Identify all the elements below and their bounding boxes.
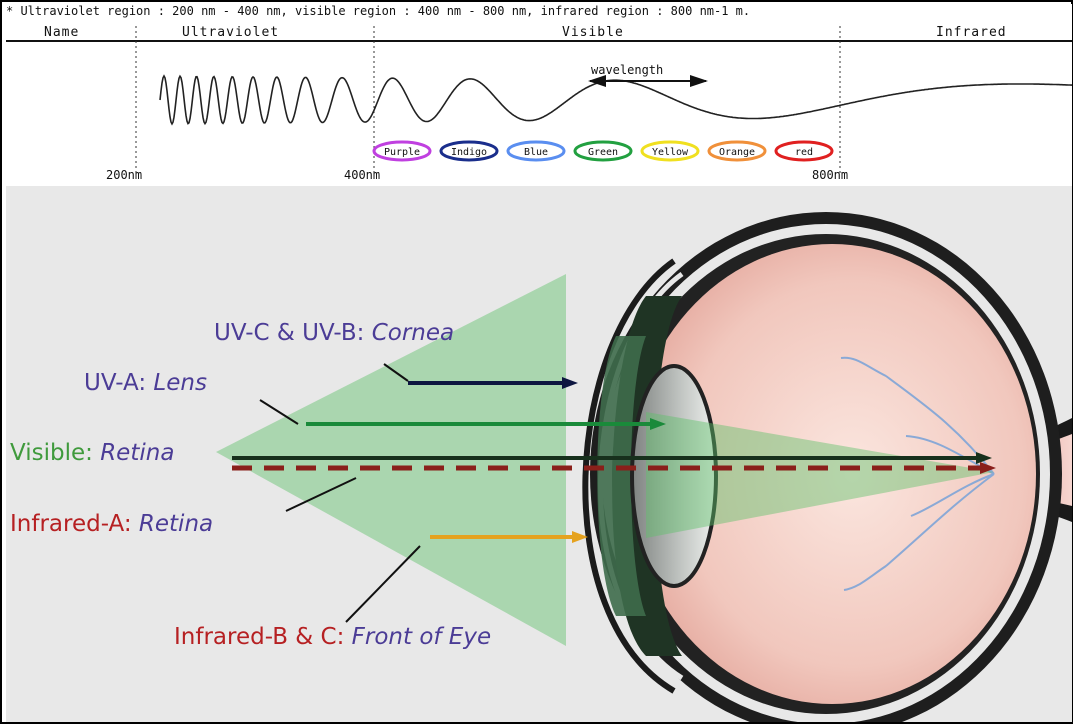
tick-400nm: 400nm	[344, 168, 380, 182]
swatch-label-purple: Purple	[384, 147, 420, 158]
label-infrared-a-prefix: Infrared-A:	[10, 511, 139, 537]
visible-color-swatches: Purple Indigo Blue Green Yellow Orange red	[374, 142, 832, 160]
label-infrared-bc-prefix: Infrared-B & C:	[174, 624, 352, 650]
swatch-label-indigo: Indigo	[451, 147, 487, 158]
tick-800nm: 800nm	[812, 168, 848, 182]
label-uva-prefix: UV-A:	[84, 370, 153, 396]
label-uvc-uvb-prefix: UV-C & UV-B:	[214, 320, 372, 346]
label-infrared-bc-target: Front of Eye	[352, 624, 491, 650]
label-visible-target: Retina	[100, 440, 174, 466]
label-infrared-a-target: Retina	[139, 511, 213, 537]
swatch-label-yellow: Yellow	[652, 147, 689, 158]
swatch-label-orange: Orange	[719, 147, 755, 158]
swatch-label-red: red	[795, 147, 813, 158]
label-uvc-uvb-target: Cornea	[372, 320, 454, 346]
label-visible-prefix: Visible:	[10, 440, 100, 466]
wavelength-wave	[160, 76, 1072, 124]
label-infrared-bc: Infrared-B & C: Front of Eye	[174, 624, 491, 650]
spectrum-graphic: Purple Indigo Blue Green Yellow Orange red	[6, 4, 1072, 186]
label-uva-target: Lens	[153, 370, 207, 396]
eye-panel: UV-C & UV-B: Cornea UV-A: Lens Visible: …	[6, 186, 1072, 722]
label-uvc-uvb: UV-C & UV-B: Cornea	[214, 320, 454, 346]
tick-200nm: 200nm	[106, 168, 142, 182]
swatch-label-blue: Blue	[524, 147, 548, 158]
spectrum-panel: * Ultraviolet region : 200 nm - 400 nm, …	[6, 4, 1072, 186]
label-uva: UV-A: Lens	[84, 370, 207, 396]
wavelength-arrow-right	[690, 75, 708, 87]
label-visible: Visible: Retina	[10, 440, 174, 466]
swatch-label-green: Green	[588, 147, 618, 158]
arrow-uvc-uvb-head	[562, 377, 578, 389]
label-infrared-a: Infrared-A: Retina	[10, 511, 213, 537]
leader-irbc	[346, 546, 420, 622]
wavelength-label: wavelength	[591, 63, 663, 77]
